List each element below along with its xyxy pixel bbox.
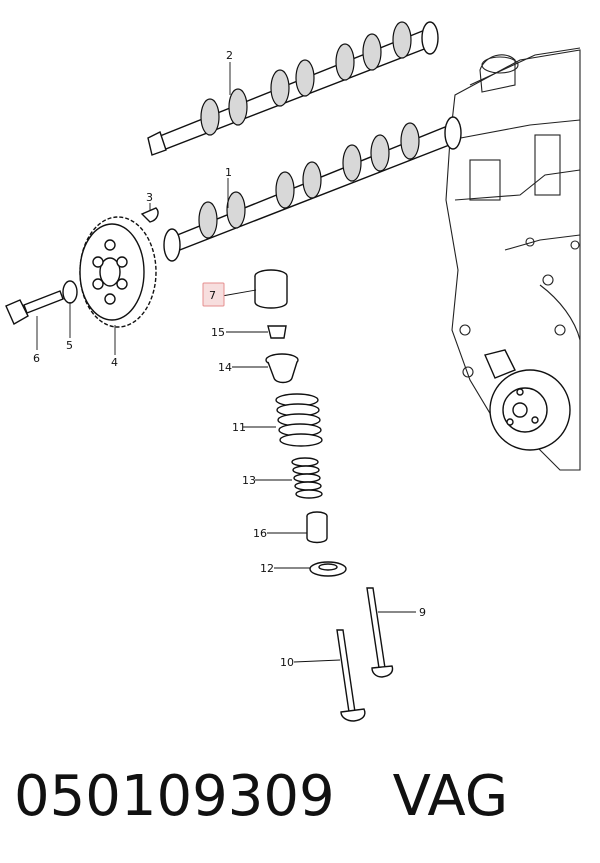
- washer: [62, 280, 78, 304]
- callout-15: 15: [211, 326, 225, 339]
- highlight-box: [202, 282, 225, 307]
- callout-10: 10: [280, 656, 294, 669]
- callout-13: 13: [242, 474, 256, 487]
- valve-cotters: [267, 325, 287, 339]
- callout-14: 14: [218, 361, 232, 374]
- part-number: 050109309: [14, 764, 335, 829]
- callout-4: 4: [111, 356, 118, 369]
- callout-5: 5: [66, 339, 73, 352]
- spring-seat: [309, 561, 347, 577]
- brand-name: VAG: [392, 764, 509, 829]
- sprocket-bolt: [5, 290, 64, 325]
- callout-6: 6: [33, 352, 40, 365]
- hydraulic-tappet: [254, 269, 288, 309]
- spring-retainer: [265, 353, 299, 384]
- part-number-footer: 050109309 VAG: [14, 752, 594, 842]
- callout-11: 11: [232, 421, 246, 434]
- outer-valve-spring: [275, 393, 323, 447]
- inner-valve-spring: [291, 457, 323, 499]
- crankshaft-pulley: [484, 349, 571, 451]
- intake-valve: [366, 587, 394, 678]
- leader-lines: [36, 62, 416, 663]
- callout-3: 3: [146, 191, 153, 204]
- callout-9: 9: [419, 606, 426, 619]
- callout-2: 2: [226, 49, 233, 62]
- exploded-parts-diagram: 1 2 3 4 5 6 7 9 10 11 12 13 14 15 16: [5, 21, 581, 722]
- camshaft-upper: [147, 21, 439, 156]
- woodruff-key: [140, 207, 159, 223]
- callout-1: 1: [225, 166, 232, 179]
- callout-16: 16: [253, 527, 267, 540]
- camshaft-lower: [163, 116, 462, 262]
- camshaft-sprocket: [79, 216, 157, 328]
- valve-stem-seal: [306, 511, 328, 544]
- callout-7: 7: [209, 289, 216, 302]
- callout-12: 12: [260, 562, 274, 575]
- exhaust-valve: [336, 629, 366, 722]
